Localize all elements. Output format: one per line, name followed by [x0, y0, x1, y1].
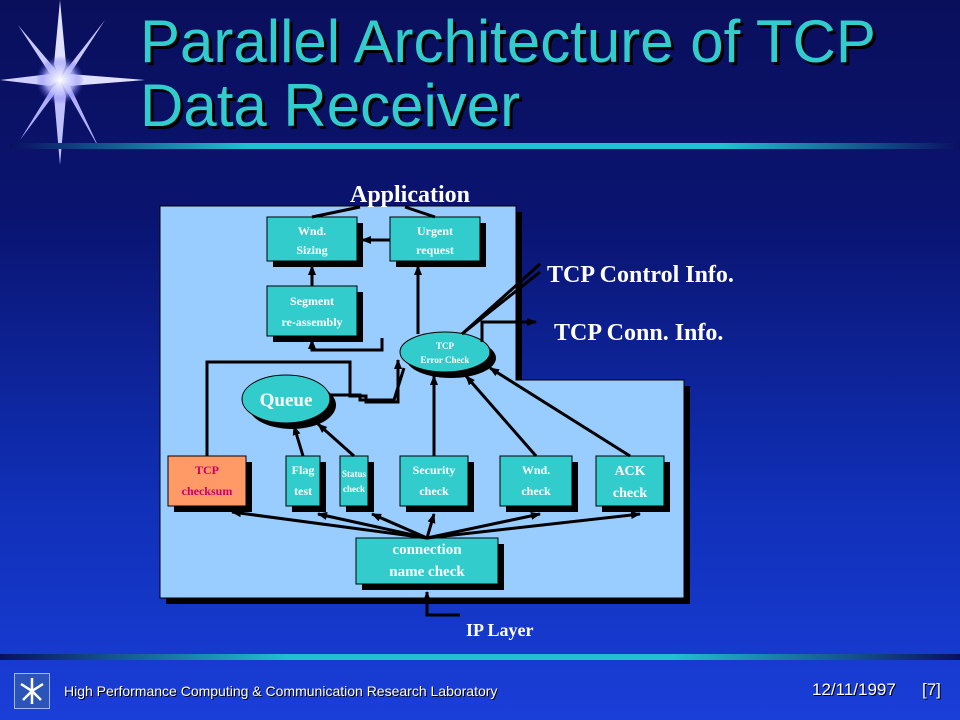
error-check-label-1: TCP: [436, 341, 455, 351]
arrow-error-to-segment: [308, 338, 384, 352]
conn-name-label-2: name check: [389, 564, 465, 580]
footer-page-number: [7]: [922, 680, 941, 699]
arrow-status-to-queue: [317, 422, 355, 458]
queue-ellipse: Queue: [241, 374, 336, 429]
application-label: Application: [350, 182, 470, 208]
arrow-wndcheck-to-error: [464, 375, 538, 457]
security-label-2: check: [419, 484, 449, 498]
checksum-label-1: TCP: [195, 463, 219, 477]
title-line-1: Parallel Architecture of TCP: [140, 8, 876, 75]
line-queue-to-error: [330, 367, 406, 402]
arrow-ip-to-conn: [423, 591, 460, 617]
slide-title: Parallel Architecture of TCP Data Receiv…: [140, 10, 940, 138]
ip-layer-label: IP Layer: [466, 620, 534, 640]
ack-label-2: check: [613, 486, 647, 501]
arrow-conn-to-flag: [317, 512, 428, 540]
conn-name-label-1: connection: [392, 542, 462, 558]
line-to-control-info-2: [460, 262, 542, 336]
segment-label-1: Segment: [290, 294, 334, 308]
urgent-label-1: Urgent: [417, 224, 453, 238]
ack-label-1: ACK: [614, 464, 645, 479]
arrow-conn-to-status: [371, 512, 428, 540]
lab-logo-icon: [14, 673, 50, 709]
arrow-ack-to-error: [489, 366, 631, 458]
urgent-request-box: Urgent request: [389, 216, 486, 267]
segment-label-2: re-assembly: [281, 315, 342, 329]
arrow-flag-to-queue: [292, 425, 305, 457]
star-decoration-icon: [0, 0, 145, 165]
connection-name-check-box: connection name check: [355, 537, 504, 590]
segment-reassembly-box: Segment re-assembly: [266, 285, 363, 342]
footer-date: 12/11/1997: [812, 680, 896, 699]
arrow-conn-to-ack: [426, 511, 641, 540]
tcp-error-check-ellipse: TCP Error Check: [399, 331, 496, 378]
footer-lab-name: High Performance Computing & Communicati…: [64, 683, 498, 699]
line-wnd-sizing-to-app: [311, 205, 361, 219]
flag-label-1: Flag: [292, 463, 315, 477]
security-label-1: Security: [413, 463, 456, 477]
tcp-checksum-box: TCP checksum: [167, 455, 252, 512]
wnd-sizing-box: Wnd. Sizing: [266, 216, 363, 267]
security-check-box: Security check: [399, 455, 474, 512]
wnd-check-box: Wnd. check: [499, 455, 578, 512]
status-label-1: Status: [342, 469, 367, 479]
wnd-check-label-1: Wnd.: [522, 463, 550, 477]
line-urgent-to-app: [404, 205, 436, 219]
tcp-conn-info-label: TCP Conn. Info.: [554, 320, 723, 346]
arrow-to-conn-info: [480, 318, 537, 342]
arrow-conn-to-checksum: [231, 509, 428, 540]
error-check-label-2: Error Check: [421, 355, 470, 365]
status-check-box: Status check: [339, 455, 374, 512]
arrow-conn-to-security: [425, 513, 436, 539]
title-line-2: Data Receiver: [140, 72, 521, 139]
tcp-control-info-label: TCP Control Info.: [547, 262, 734, 288]
urgent-label-2: request: [416, 243, 454, 257]
wnd-check-label-2: check: [521, 484, 551, 498]
flag-test-box: Flag test: [285, 455, 326, 512]
title-divider: [10, 143, 960, 149]
connectors: [205, 205, 641, 617]
footer-divider: [0, 654, 960, 660]
queue-label: Queue: [260, 390, 313, 411]
flag-label-2: test: [294, 484, 312, 498]
wnd-sizing-label-1: Wnd.: [298, 224, 326, 238]
wnd-sizing-label-2: Sizing: [296, 243, 327, 257]
arrow-conn-to-wnd: [426, 511, 541, 540]
ack-check-box: ACK check: [595, 455, 670, 512]
checksum-label-2: checksum: [182, 484, 233, 498]
status-label-2: check: [343, 484, 365, 494]
